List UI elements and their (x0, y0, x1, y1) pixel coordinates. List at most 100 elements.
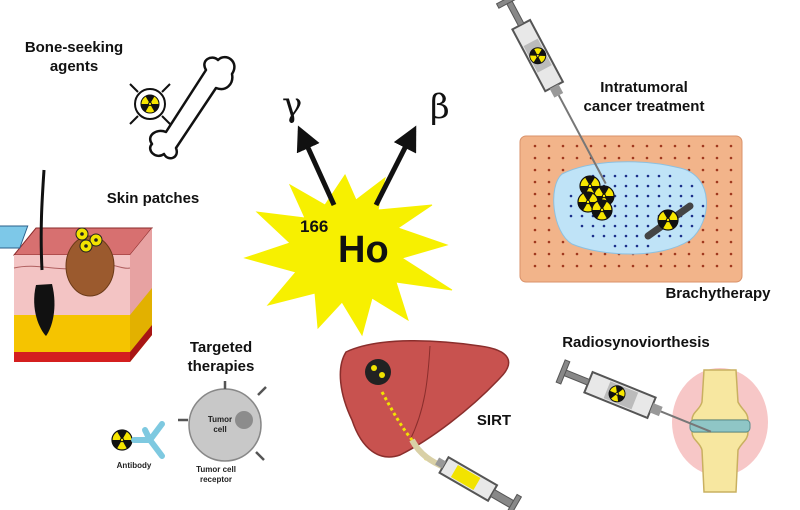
gamma-arrow (296, 125, 337, 207)
targeted-label-line1: Targeted (190, 339, 252, 356)
tumor-cell-nucleus (624, 214, 628, 218)
tumor-cell-nucleus (591, 224, 595, 228)
tissue-cell-nucleus (715, 240, 719, 244)
antibody-label: Antibody (117, 461, 152, 470)
tissue-cell-nucleus (659, 264, 663, 268)
tumor-cell-nucleus (668, 194, 672, 198)
tumor-cell-nucleus (646, 194, 650, 198)
tissue-cell-nucleus (547, 156, 551, 160)
tissue-cell-nucleus (617, 144, 621, 148)
tissue-cell-nucleus (561, 156, 565, 160)
tumor-cell-nucleus (668, 184, 672, 188)
knee-joint (672, 368, 768, 493)
tissue-cell-nucleus (659, 252, 663, 256)
tissue-cell-nucleus (561, 240, 565, 244)
tumor-cell-nucleus (624, 224, 628, 228)
tumor-cell-nucleus (668, 204, 672, 208)
holmium-star (243, 173, 453, 337)
receptor-label-line1: Tumor cell (196, 465, 236, 474)
tissue-cell-nucleus (715, 204, 719, 208)
tumor-cell-nucleus (679, 204, 683, 208)
tissue-cell-nucleus (645, 144, 649, 148)
tumor-cell-nucleus (635, 224, 639, 228)
tissue-cell-nucleus (533, 240, 537, 244)
tumor-cell-nucleus (657, 184, 661, 188)
tissue-cell-nucleus (603, 144, 607, 148)
gamma-symbol: γ (282, 85, 302, 125)
syringe-intratumoral (495, 0, 607, 185)
tissue-cell-nucleus (547, 144, 551, 148)
tissue-cell-nucleus (701, 240, 705, 244)
tissue-cell-nucleus (547, 228, 551, 232)
tissue-cell-nucleus (533, 180, 537, 184)
targeted-label-line2: therapies (188, 358, 255, 375)
tumor-cell-nucleus (701, 214, 705, 218)
tissue-cell-nucleus (533, 168, 537, 172)
tumor-cell-nucleus (569, 214, 573, 218)
bone-seeking-label-line2: agents (50, 58, 98, 75)
tissue-cell-nucleus (729, 204, 733, 208)
tumor-cell-nucleus (646, 204, 650, 208)
tumor-cell-nucleus (679, 224, 683, 228)
intratumoral-label-line2: cancer treatment (584, 98, 705, 115)
tumor-cell-nucleus (635, 204, 639, 208)
tissue-cell-nucleus (561, 252, 565, 256)
tissue-cell-nucleus (533, 228, 537, 232)
tumor-cell-nucleus (613, 224, 617, 228)
element-symbol: Ho (338, 229, 389, 271)
tissue-cell-nucleus (715, 168, 719, 172)
tumor-cell-nucleus (613, 234, 617, 238)
tumor-cell-nucleus (580, 224, 584, 228)
tumor-cell-nucleus (690, 184, 694, 188)
tumor-cell-nucleus (635, 174, 639, 178)
tumor-cell-nucleus (569, 204, 573, 208)
tissue-cell-nucleus (631, 264, 635, 268)
tissue-cell-nucleus (701, 252, 705, 256)
tumor-cell-nucleus (635, 214, 639, 218)
bone-illustration (148, 55, 236, 160)
tissue-cell-nucleus (715, 216, 719, 220)
tissue-cell-nucleus (701, 264, 705, 268)
tissue-cell-nucleus (729, 264, 733, 268)
tumor-cell (178, 381, 267, 462)
tissue-cell-nucleus (533, 144, 537, 148)
beta-symbol: β (430, 87, 450, 127)
tumor-cell-nucleus (624, 234, 628, 238)
tissue-cell-nucleus (659, 144, 663, 148)
tumor-tissue (519, 135, 743, 283)
tissue-cell-nucleus (631, 144, 635, 148)
tissue-cell-nucleus (729, 180, 733, 184)
antibody-illustration (108, 421, 165, 459)
tissue-cell-nucleus (701, 156, 705, 160)
tissue-cell-nucleus (645, 264, 649, 268)
tissue-cell-nucleus (631, 156, 635, 160)
tissue-cell-nucleus (645, 156, 649, 160)
tissue-cell-nucleus (547, 192, 551, 196)
tumor-cell-nucleus (613, 244, 617, 248)
syringe-joint (555, 359, 712, 433)
sirt-label: SIRT (477, 412, 511, 429)
tumor-cell-nucleus (613, 174, 617, 178)
tumor-cell-nucleus (646, 184, 650, 188)
tumor-cell-label-line2: cell (213, 425, 226, 434)
tumor-cell-nucleus (635, 234, 639, 238)
tissue-cell-nucleus (673, 252, 677, 256)
bone-seeking-label-line1: Bone-seeking (25, 39, 123, 56)
tissue-cell-nucleus (603, 156, 607, 160)
tissue-cell-nucleus (561, 144, 565, 148)
tumor-cell-nucleus (602, 174, 606, 178)
tumor-cell-nucleus (635, 194, 639, 198)
tumor-cell-nucleus (668, 234, 672, 238)
tumor-cell-nucleus (657, 194, 661, 198)
mass-number: 166 (300, 217, 328, 236)
tissue-cell-nucleus (547, 216, 551, 220)
tumor-cell-nucleus (657, 234, 661, 238)
tissue-cell-nucleus (701, 144, 705, 148)
tumor-cell-nucleus (591, 234, 595, 238)
tumor-cell-nucleus (690, 224, 694, 228)
tissue-cell-nucleus (673, 264, 677, 268)
tissue-cell-nucleus (547, 252, 551, 256)
tissue-cell-nucleus (715, 192, 719, 196)
tissue-cell-nucleus (547, 168, 551, 172)
